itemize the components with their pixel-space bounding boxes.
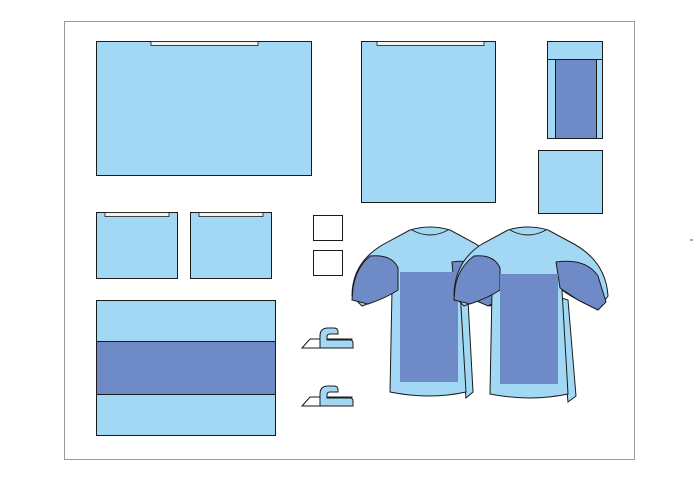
gauze-square-top (313, 215, 343, 241)
small-drape-right (190, 212, 272, 279)
tape-strip (104, 212, 170, 217)
surgical-gown-right (453, 226, 609, 403)
small-square-drape (538, 150, 603, 214)
tape-strip (198, 212, 264, 217)
striped-table-cover (96, 300, 276, 436)
square-drape (361, 41, 496, 203)
large-drape (96, 41, 312, 176)
tape-strip (376, 41, 485, 46)
tape-strip (150, 41, 259, 46)
towel-clip-bottom (300, 385, 354, 407)
towel-clip-top (300, 327, 354, 349)
gauze-square-bottom (313, 250, 343, 276)
small-drape-left (96, 212, 178, 279)
folded-pouch (547, 41, 603, 139)
